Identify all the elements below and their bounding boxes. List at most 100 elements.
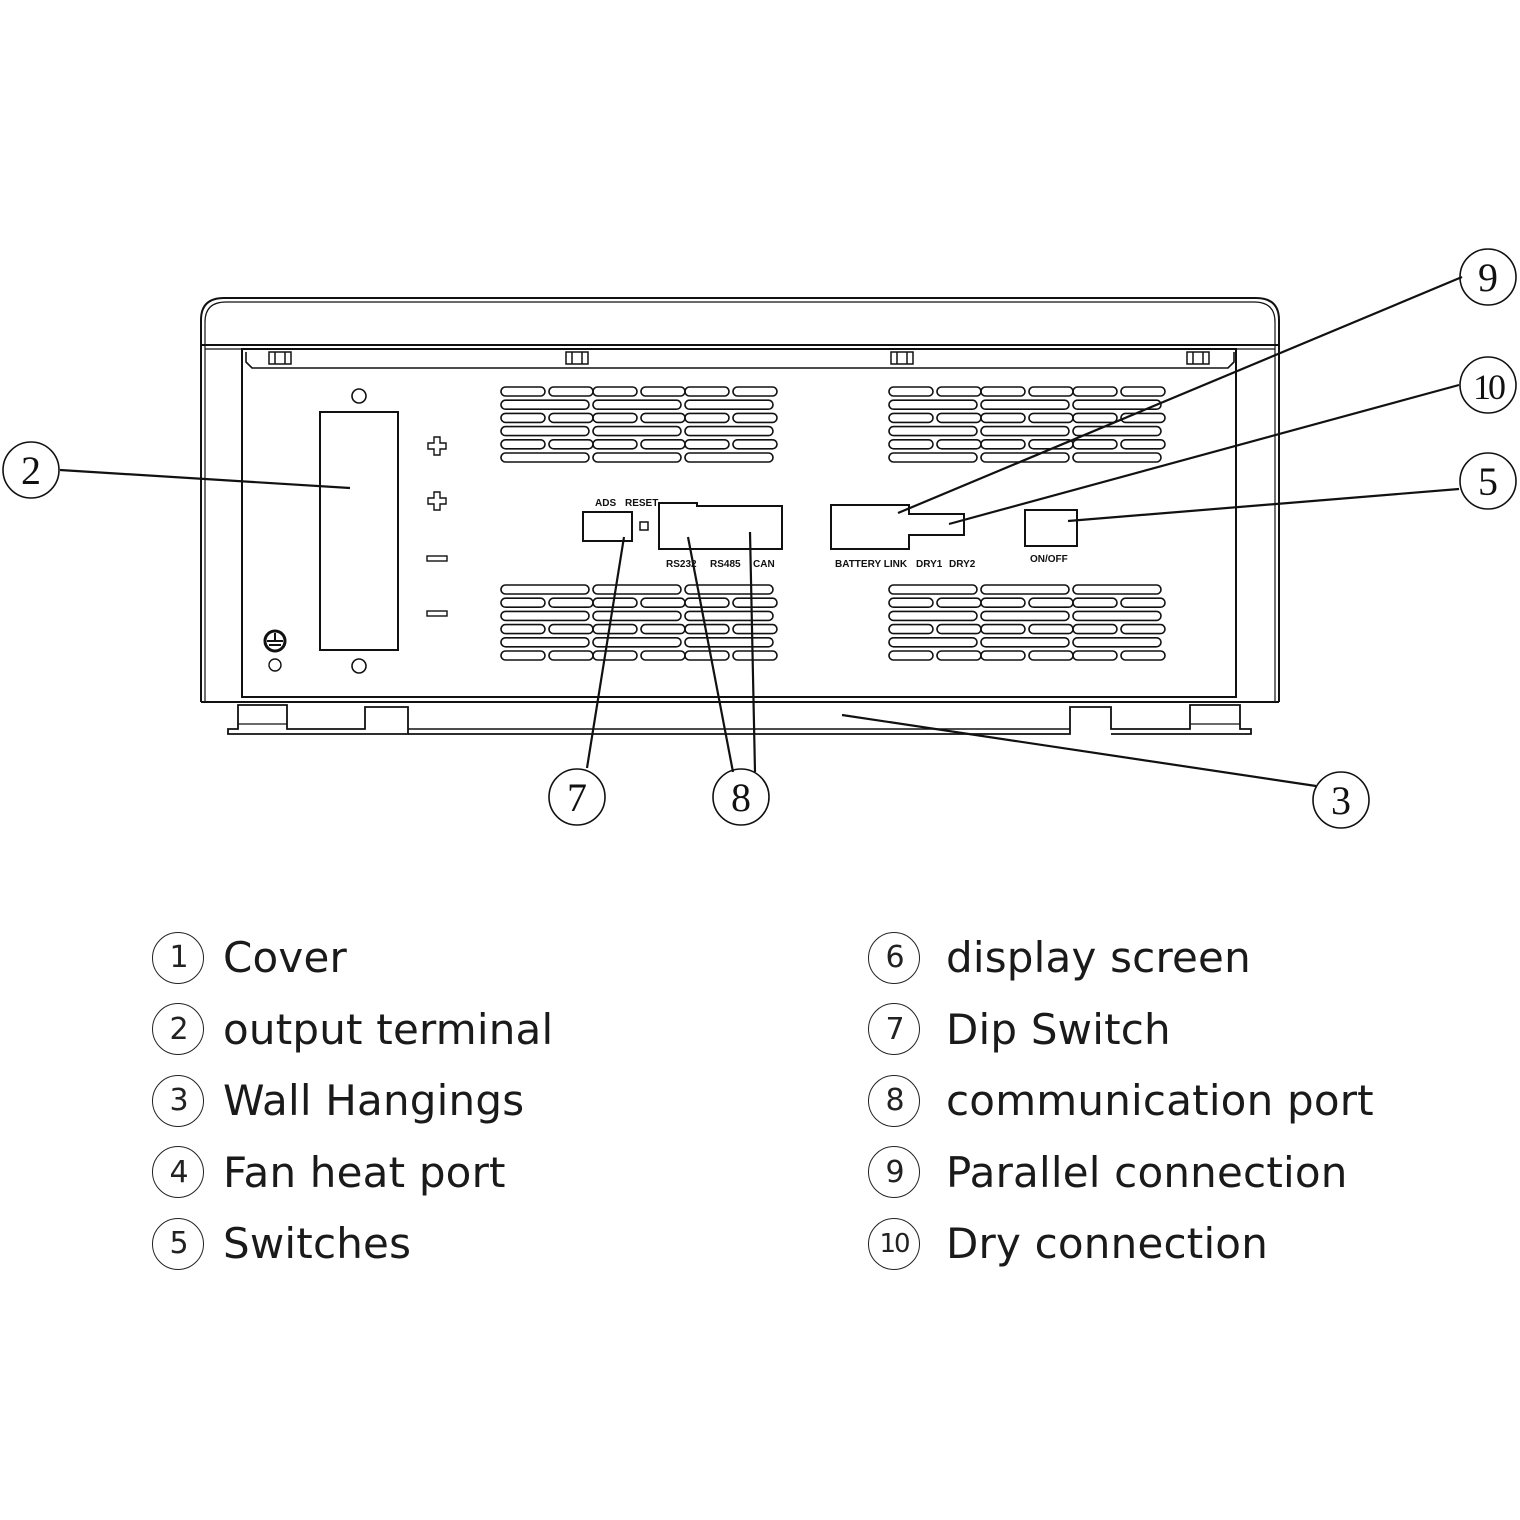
output-terminal	[319, 411, 399, 651]
legend-item-switches: 5 Switches	[152, 1208, 553, 1280]
vent-slot	[732, 412, 778, 424]
vent-slot	[888, 386, 934, 397]
vent-slot	[980, 425, 1070, 437]
legend-text: Cover	[223, 933, 347, 983]
legend-text: Fan heat port	[223, 1147, 506, 1197]
vent-slot	[500, 399, 590, 411]
vent-slot	[684, 610, 774, 622]
vent-slot	[732, 386, 778, 397]
vent-slot	[1120, 412, 1166, 424]
vent-slot	[640, 438, 686, 450]
wall-hanging-bracket	[227, 704, 409, 735]
callout-8: 8	[731, 775, 751, 820]
legend-item-communication-port: 8 communication port	[868, 1065, 1374, 1137]
vent-slot	[936, 412, 982, 424]
legend-number: 8	[868, 1074, 920, 1127]
legend-number: 9	[868, 1146, 920, 1199]
vent-slot	[684, 438, 730, 450]
vent-slot	[732, 438, 778, 450]
plus-symbol	[427, 491, 447, 511]
legend-item-fan-heat-port: 4 Fan heat port	[152, 1137, 553, 1209]
vent-slot	[684, 584, 774, 595]
callout-2: 2	[21, 448, 41, 493]
legend-text: output terminal	[223, 1004, 554, 1054]
legend-text: communication port	[946, 1076, 1374, 1126]
plus-symbol	[427, 436, 447, 456]
legend-number: 3	[152, 1074, 204, 1127]
battery-link-dry-port	[830, 504, 965, 550]
vent-slot	[548, 386, 594, 397]
vent-slot	[1028, 386, 1074, 397]
legend-text: Wall Hangings	[223, 1076, 525, 1126]
vent-slot	[1072, 610, 1162, 622]
vent-slot	[1072, 584, 1162, 595]
reset-button	[639, 521, 649, 531]
minus-symbol	[426, 610, 448, 617]
legend-number: 5	[152, 1217, 204, 1270]
vent-slot	[1120, 386, 1166, 397]
vent-slot	[888, 623, 934, 635]
legend-text: Dip Switch	[946, 1004, 1171, 1054]
vent-slot	[732, 650, 778, 661]
vent-slot	[592, 425, 682, 437]
vent-slot	[500, 386, 546, 397]
vent-slot	[1028, 438, 1074, 450]
legend-item-cover: 1 Cover	[152, 922, 553, 994]
legend-item-output-terminal: 2 output terminal	[152, 994, 553, 1066]
vent-slot	[888, 438, 934, 450]
vent-slot	[888, 452, 978, 463]
vent-slot	[1072, 438, 1118, 450]
vent-slot	[640, 650, 686, 661]
ads-label: ADS	[595, 498, 616, 509]
vent-slot	[1072, 650, 1118, 661]
vent-slot	[888, 412, 934, 424]
on-off-label: ON/OFF	[1030, 554, 1068, 565]
vent-slot	[888, 650, 934, 661]
vent-slot	[732, 597, 778, 609]
legend-item-parallel-connection: 9 Parallel connection	[868, 1137, 1374, 1209]
vent-slot	[980, 650, 1026, 661]
callout-10: 10	[1473, 367, 1505, 407]
vent-slot	[980, 584, 1070, 595]
vent-slot	[684, 452, 774, 463]
vent-slot	[1072, 425, 1162, 437]
vent-slot	[980, 636, 1070, 648]
vent-slot	[980, 610, 1070, 622]
vent-slot	[684, 412, 730, 424]
vent-slot	[936, 623, 982, 635]
vent-slot	[980, 597, 1026, 609]
cover-outline	[200, 297, 1280, 702]
vent-slot	[548, 438, 594, 450]
legend-number: 6	[868, 931, 920, 984]
vent-slot	[500, 425, 590, 437]
vent-slot	[1120, 650, 1166, 661]
vent-slot	[592, 650, 638, 661]
vent-slot	[500, 412, 546, 424]
callout-5: 5	[1478, 459, 1498, 504]
vent-slot	[1120, 623, 1166, 635]
vent-slot	[888, 399, 978, 411]
vent-slot	[936, 386, 982, 397]
vent-slot	[1072, 452, 1162, 463]
vent-slot	[500, 584, 590, 595]
vent-slot	[592, 386, 638, 397]
vent-slot	[936, 650, 982, 661]
vent-slot	[1028, 650, 1074, 661]
legend-text: Dry connection	[946, 1219, 1269, 1269]
vent-slot	[1120, 597, 1166, 609]
vent-slot	[888, 610, 978, 622]
minus-symbol	[426, 555, 448, 562]
vent-slot	[936, 597, 982, 609]
legend-text: Switches	[223, 1219, 412, 1269]
vent-slot	[1072, 386, 1118, 397]
vent-slot	[936, 438, 982, 450]
legend: 1 Cover 2 output terminal 3 Wall Hanging…	[0, 922, 1520, 1302]
vent-slot	[980, 452, 1070, 463]
vent-slot	[592, 452, 682, 463]
vent-slot	[500, 636, 590, 648]
communication-port-block	[658, 502, 783, 550]
legend-item-wall-hangings: 3 Wall Hangings	[152, 1065, 553, 1137]
vent-slot	[592, 438, 638, 450]
dip-switch	[582, 511, 633, 542]
vent-slot	[980, 438, 1026, 450]
